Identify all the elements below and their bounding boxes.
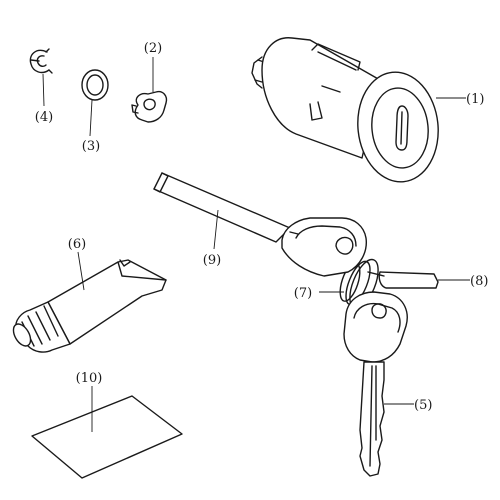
retainer-plate-part xyxy=(131,90,168,123)
label-9: (9) xyxy=(203,253,221,268)
key-part xyxy=(343,291,408,477)
label-1: (1) xyxy=(466,92,484,107)
label-8: (8) xyxy=(470,274,488,289)
upper-key-head-part xyxy=(281,217,367,277)
label-6: (6) xyxy=(68,237,86,252)
grease-tube-part xyxy=(12,259,167,353)
leader-3 xyxy=(89,99,93,137)
instruction-sheet-part xyxy=(31,395,183,479)
e-clip-part xyxy=(29,48,53,74)
label-10: (10) xyxy=(76,371,103,386)
label-5: (5) xyxy=(414,398,432,413)
leader-4 xyxy=(42,73,45,107)
leader-9 xyxy=(213,209,219,250)
label-2: (2) xyxy=(144,41,162,56)
label-7: (7) xyxy=(294,286,312,301)
key-blank-strip-part xyxy=(153,172,291,243)
label-3: (3) xyxy=(82,139,100,154)
leader-6 xyxy=(77,251,85,291)
washer-part xyxy=(81,69,109,101)
key-tag-part xyxy=(367,271,439,289)
lock-cylinder-part xyxy=(251,37,439,183)
label-4: (4) xyxy=(35,110,53,125)
